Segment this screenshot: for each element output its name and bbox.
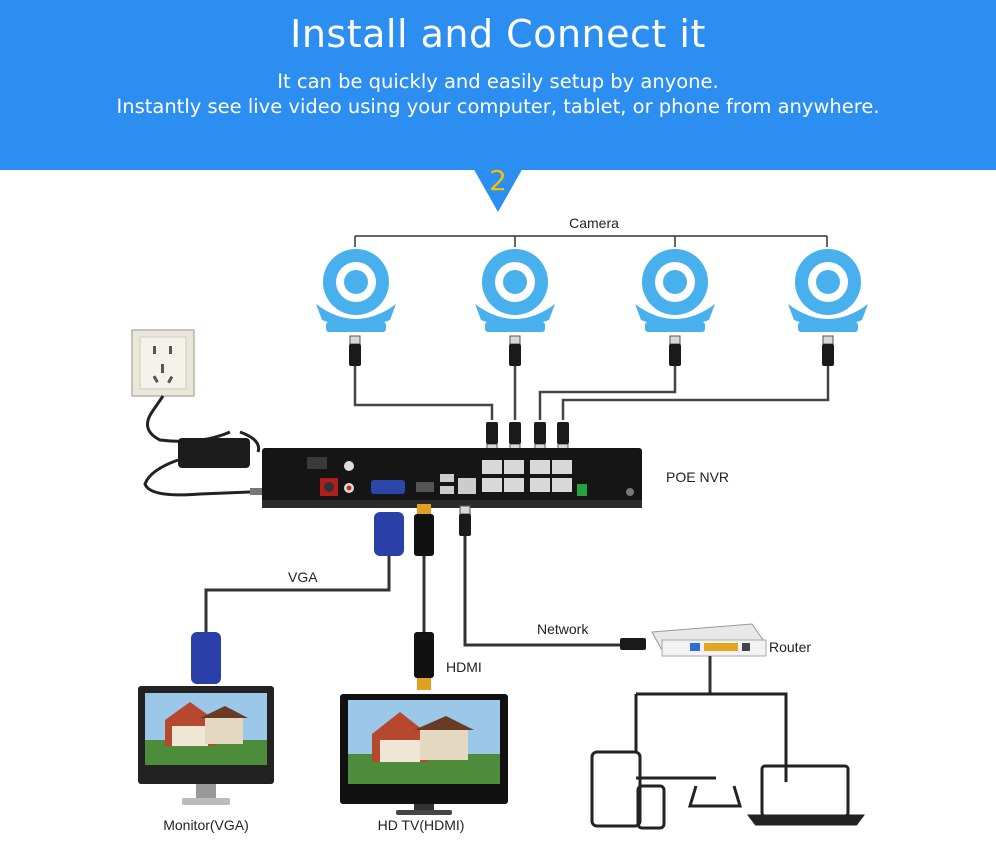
subtitle-line-2: Instantly see live video using your comp… [116, 95, 880, 118]
client-devices-icon [590, 692, 865, 830]
step-arrow-icon [472, 166, 524, 212]
header-banner: Install and Connect it It can be quickly… [0, 0, 996, 170]
camera-label: Camera [569, 215, 619, 231]
camera-1-connector-icon [348, 335, 362, 367]
network-label: Network [537, 621, 589, 637]
wall-socket-icon [131, 329, 195, 397]
page-title: Install and Connect it [290, 12, 706, 56]
step-number: 2 [489, 164, 507, 197]
router-icon [651, 623, 767, 657]
camera-4-connector-icon [821, 335, 835, 367]
hdmi-label: HDMI [446, 659, 482, 675]
monitor-label: Monitor(VGA) [163, 817, 249, 833]
camera-1-icon [316, 249, 396, 332]
camera-bracket [354, 235, 828, 247]
camera-4-icon [788, 249, 868, 332]
vga-cable [191, 512, 404, 684]
camera-2-connector-icon [508, 335, 522, 367]
monitor-vga-icon [138, 686, 274, 805]
vga-label: VGA [288, 569, 318, 585]
subtitle-line-1: It can be quickly and easily setup by an… [277, 70, 719, 93]
camera-cables [353, 366, 830, 420]
camera-3-icon [635, 249, 715, 332]
network-cable [458, 505, 646, 650]
hdtv-hdmi-icon [340, 694, 508, 815]
camera-3-connector-icon [668, 335, 682, 367]
router-label: Router [769, 639, 811, 655]
hdmi-cable [414, 504, 434, 690]
poe-nvr-icon [262, 448, 642, 508]
hdtv-label: HD TV(HDMI) [378, 817, 465, 833]
power-adapter-icon [143, 395, 262, 497]
camera-2-icon [475, 249, 555, 332]
nvr-label: POE NVR [666, 469, 729, 485]
